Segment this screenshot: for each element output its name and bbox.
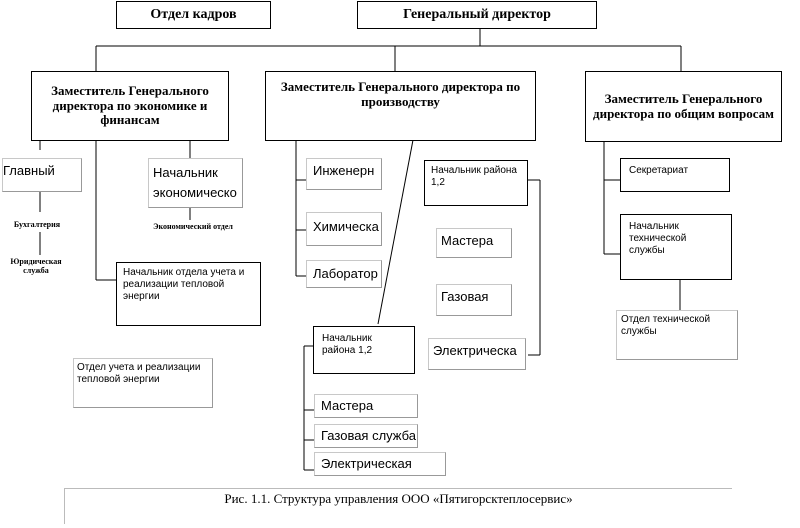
deputy-economy-label: Заместитель Генерального директора по эк…	[51, 82, 209, 128]
gas-b-box: Газовая служба	[314, 424, 418, 448]
head-economics-box: Начальник экономическо	[148, 158, 243, 208]
engineering-box: Инженерн	[306, 158, 382, 190]
head-accounting-dept-label: Начальник отдела учета и реализации тепл…	[123, 267, 245, 302]
district-head-b-box: Начальник района 1,2	[313, 326, 415, 374]
gas-a-label: Газовая	[441, 289, 489, 304]
masters-a-box: Мастера	[436, 228, 512, 258]
technical-dept-box: Отдел технической службы	[616, 310, 738, 360]
ceo-box: Генеральный директор	[357, 1, 597, 29]
secretariat-box: Секретариат	[620, 158, 730, 192]
masters-b-box: Мастера	[314, 394, 418, 418]
figure-caption: Рис. 1.1. Структура управления ООО «Пяти…	[64, 488, 732, 524]
chemical-label: Химическа	[313, 219, 379, 234]
accounting-dept-label: Отдел учета и реализации тепловой энерги…	[77, 362, 201, 385]
laboratory-box: Лаборатор	[306, 260, 382, 288]
engineering-label: Инженерн	[313, 163, 375, 178]
electric-a-label: Электрическа	[433, 343, 517, 358]
chief-accountant-label: Главный	[3, 163, 55, 178]
hr-department-box: Отдел кадров	[116, 1, 271, 29]
district-head-a-label: Начальник района 1,2	[431, 165, 517, 188]
accounting-dept-box: Отдел учета и реализации тепловой энерги…	[73, 358, 213, 408]
deputy-general-box: Заместитель Генерального директора по об…	[585, 71, 782, 142]
masters-b-label: Мастера	[321, 398, 374, 413]
hr-department-label: Отдел кадров	[150, 6, 237, 22]
district-head-a-box: Начальник района 1,2	[424, 160, 528, 206]
electric-a-box: Электрическа	[428, 338, 526, 370]
secretariat-label: Секретариат	[629, 165, 689, 176]
deputy-production-box: Заместитель Генерального директора по пр…	[265, 71, 536, 141]
accounting-label: Бухгалтерия	[13, 220, 61, 229]
deputy-production-label: Заместитель Генерального директора по пр…	[280, 79, 521, 109]
economics-department-label: Экономический отдел	[153, 222, 233, 231]
gas-a-box: Газовая	[436, 284, 512, 316]
masters-a-label: Мастера	[441, 233, 494, 248]
technical-dept-label: Отдел технической службы	[621, 314, 711, 337]
deputy-general-label: Заместитель Генерального директора по об…	[593, 90, 774, 121]
chief-accountant-box: Главный	[2, 158, 82, 192]
chemical-box: Химическа	[306, 212, 382, 246]
head-technical-label: Начальник технической службы	[629, 221, 687, 256]
figure-caption-text: Рис. 1.1. Структура управления ООО «Пяти…	[224, 491, 573, 506]
electric-b-box: Электрическая	[314, 452, 446, 476]
head-technical-box: Начальник технической службы	[620, 214, 732, 280]
head-accounting-dept-box: Начальник отдела учета и реализации тепл…	[116, 262, 261, 326]
gas-b-label: Газовая служба	[321, 428, 417, 443]
head-economics-label: Начальник экономическо	[153, 165, 237, 201]
electric-b-label: Электрическая	[321, 456, 412, 471]
laboratory-label: Лаборатор	[313, 266, 378, 281]
deputy-economy-box: Заместитель Генерального директора по эк…	[31, 71, 229, 141]
district-head-b-label: Начальник района 1,2	[322, 333, 373, 356]
ceo-label: Генеральный директор	[403, 6, 551, 22]
legal-service-label: Юридическая служба	[10, 257, 62, 275]
